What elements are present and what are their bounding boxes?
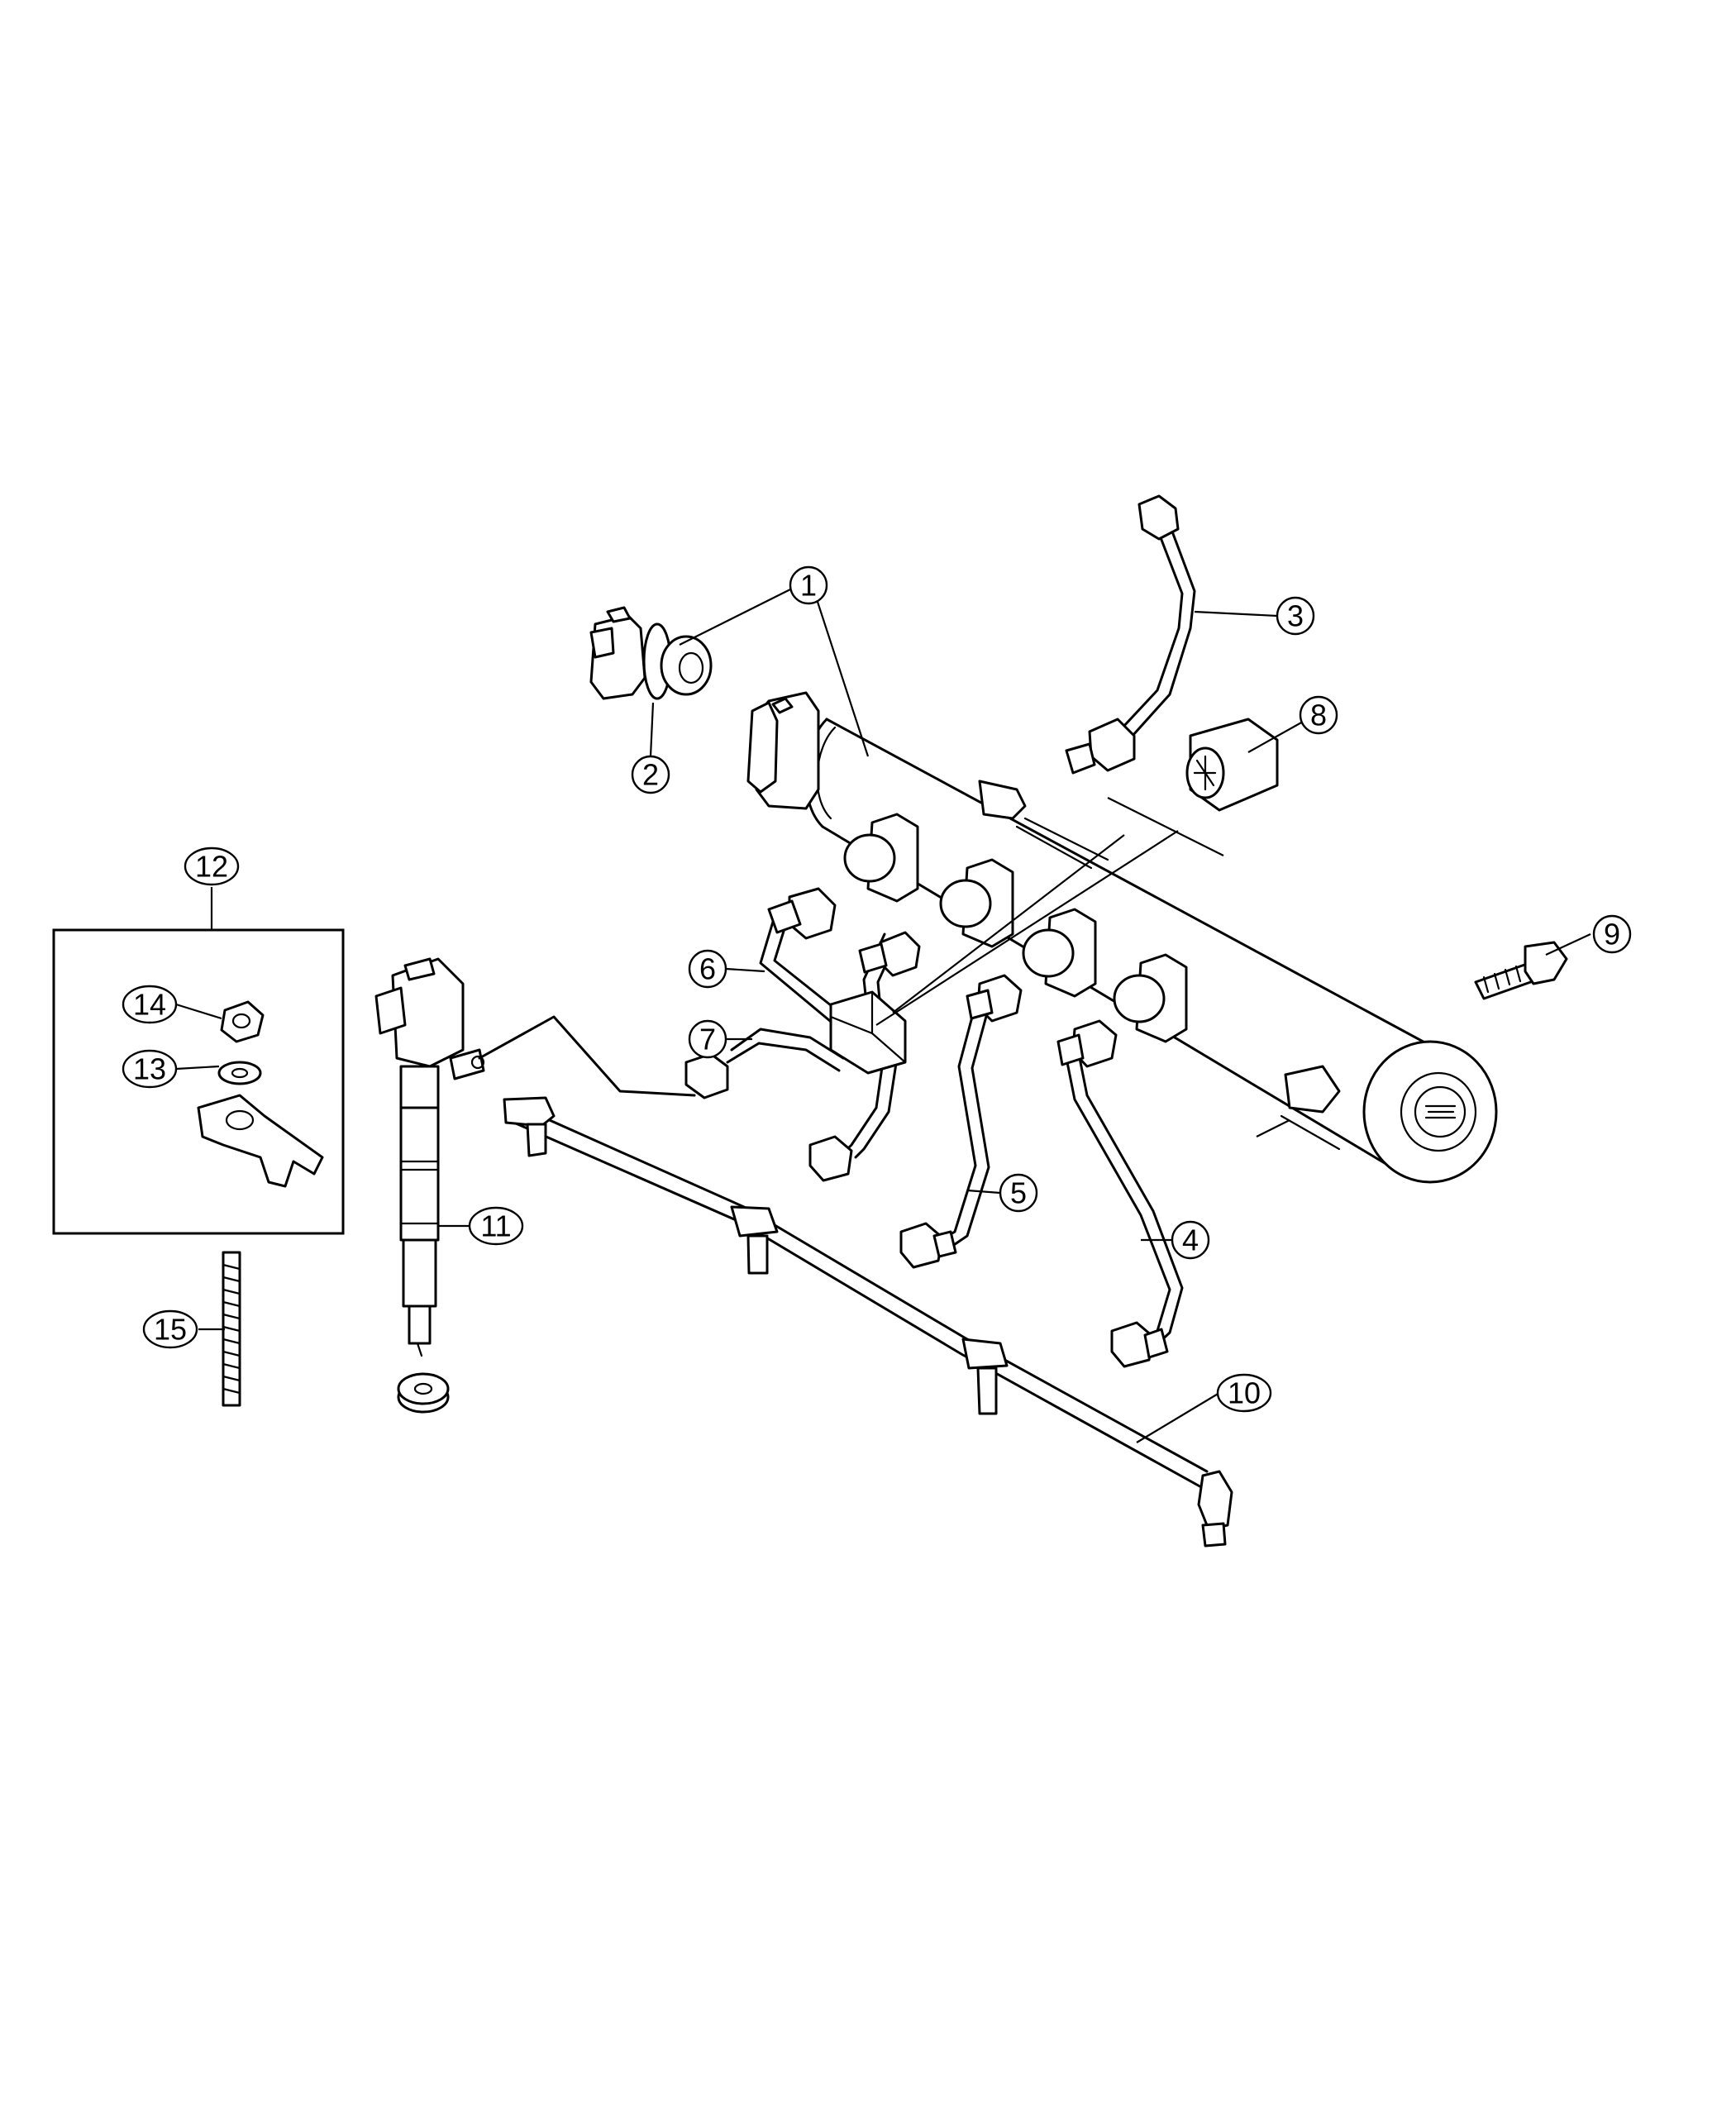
fuel-pressure-sensor <box>589 606 713 700</box>
callout-10-label: 10 <box>1228 1376 1261 1410</box>
injector-stud <box>222 1251 241 1407</box>
rail-grommet <box>1185 718 1279 812</box>
callout-10: 10 <box>1216 1373 1272 1413</box>
callout-8-label: 8 <box>1310 699 1327 732</box>
injector-washer <box>397 1372 450 1414</box>
injector-clamp-kit-box <box>52 928 345 1235</box>
callout-5: 5 <box>999 1173 1038 1213</box>
callout-4: 4 <box>1171 1220 1210 1260</box>
fuel-rail <box>746 691 1498 1184</box>
callout-6-label: 6 <box>699 952 716 986</box>
fuel-injector <box>374 957 696 1357</box>
callout-2: 2 <box>631 755 670 794</box>
fuel-injector-line-5 <box>899 974 1023 1269</box>
callout-9: 9 <box>1592 914 1632 954</box>
injector-clamp-icon <box>197 1094 324 1188</box>
callout-1-label: 1 <box>800 569 817 603</box>
callout-3: 3 <box>1276 596 1315 636</box>
callout-11: 11 <box>468 1206 524 1246</box>
callout-12-label: 12 <box>195 850 228 884</box>
callout-3-label: 3 <box>1287 599 1304 633</box>
fuel-injector-line-4 <box>1056 1019 1184 1368</box>
mounting-bolt <box>1474 941 1568 1000</box>
callout-6: 6 <box>688 949 727 989</box>
callout-9-label: 9 <box>1604 918 1620 951</box>
callout-5-label: 5 <box>1010 1176 1027 1210</box>
callout-7: 7 <box>688 1019 727 1059</box>
callout-4-label: 4 <box>1182 1223 1199 1257</box>
callout-14: 14 <box>122 985 178 1024</box>
clamp-nut-icon <box>220 1000 265 1043</box>
leader-lines <box>175 584 1591 1443</box>
callout-1: 1 <box>789 565 828 605</box>
callout-15: 15 <box>142 1309 198 1349</box>
callout-14-label: 14 <box>133 988 166 1022</box>
callout-13: 13 <box>122 1049 178 1089</box>
callout-12: 12 <box>184 847 240 886</box>
callout-7-label: 7 <box>699 1023 716 1056</box>
fuel-injector-lines-6-7 <box>684 887 921 1182</box>
callout-11-label: 11 <box>480 1209 511 1243</box>
callout-2-label: 2 <box>642 758 659 792</box>
fuel-supply-tube <box>1065 494 1196 775</box>
callout-15-label: 15 <box>154 1313 187 1347</box>
callout-8: 8 <box>1299 695 1338 735</box>
fuel-return-hose <box>503 1096 1233 1548</box>
callout-13-label: 13 <box>133 1052 166 1086</box>
clamp-washer-icon <box>217 1061 262 1085</box>
